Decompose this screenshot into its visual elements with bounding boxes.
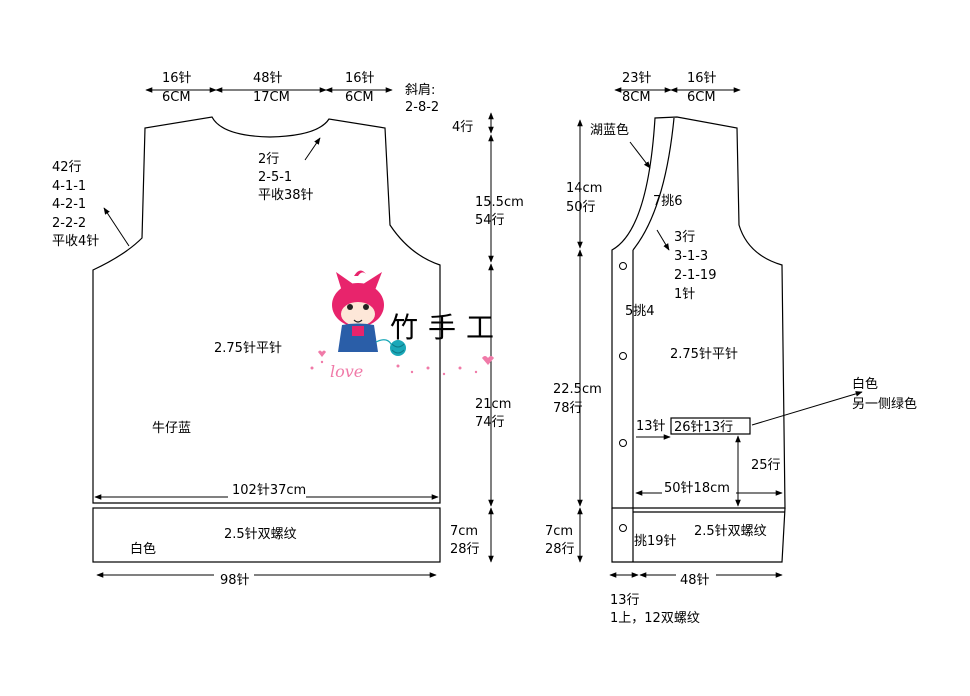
front-stitch-pattern: 2.75针平针 <box>670 347 738 362</box>
back-top-right-stitches: 16针 <box>345 71 375 86</box>
front-rib-pattern: 2.5针双螺纹 <box>694 524 767 539</box>
back-body-width: 102针37cm <box>232 483 306 498</box>
back-armhole-dec-3: 2-2-2 <box>52 216 86 231</box>
back-neck-stitches: 48针 <box>253 71 283 86</box>
back-body-height-rows: 74行 <box>475 415 505 430</box>
front-armhole-arrow <box>656 229 670 251</box>
front-body-width: 50针18cm <box>664 481 730 496</box>
watermark-script-text: love <box>330 362 363 381</box>
front-armhole-last: 1针 <box>674 287 695 302</box>
front-band-rows: 13行 <box>610 593 640 608</box>
front-band-color-arrow <box>629 141 651 169</box>
front-pocket-note-color: 白色 <box>852 376 878 392</box>
buttonhole-1 <box>619 262 627 270</box>
back-neck-arrow <box>304 137 321 161</box>
back-top-left-stitches: 16针 <box>162 71 192 86</box>
back-stitch-pattern: 2.75针平针 <box>214 341 282 356</box>
front-rib-height-rows: 28行 <box>545 542 575 557</box>
front-pocket-size: 26针13行 <box>674 420 733 435</box>
back-neck-bind-off: 平收38针 <box>258 188 314 203</box>
front-band-pickup-top: 7挑6 <box>653 194 683 209</box>
back-rib-height-rows: 28行 <box>450 542 480 557</box>
front-armhole-dec-1: 3-1-3 <box>674 249 708 264</box>
back-rib-pattern: 2.5针双螺纹 <box>224 527 297 542</box>
back-top-right-cm: 6CM <box>345 90 374 105</box>
back-armhole-bind-off: 平收4针 <box>52 234 99 249</box>
back-ribbing-outline <box>92 507 441 563</box>
front-pocket-rect <box>670 417 751 435</box>
front-rib-height-cm: 7cm <box>545 524 573 539</box>
front-pocket-offset: 13针 <box>636 419 666 434</box>
front-lower-height-cm: 22.5cm <box>553 382 602 397</box>
fox-mascot-icon <box>332 270 406 356</box>
buttonhole-4 <box>619 524 627 532</box>
front-rib-width: 48针 <box>680 573 710 588</box>
front-pocket-note-other: 另一侧绿色 <box>852 396 917 412</box>
front-armhole-rows: 3行 <box>674 230 695 245</box>
back-rib-height-cm: 7cm <box>450 524 478 539</box>
front-band-color: 湖蓝色 <box>590 122 629 138</box>
back-neck-decrease: 2-5-1 <box>258 170 292 185</box>
front-band-stitches: 23针 <box>622 71 652 86</box>
back-rib-width: 98针 <box>220 573 250 588</box>
watermark-text: 竹手工 <box>390 311 504 344</box>
front-pocket-note-arrow <box>751 391 863 426</box>
back-body-height-cm: 21cm <box>475 397 511 412</box>
front-armhole-dec-2: 2-1-19 <box>674 268 716 283</box>
front-shoulder-cm: 6CM <box>687 90 716 105</box>
back-rib-color: 白色 <box>130 541 156 557</box>
back-armhole-height-cm: 15.5cm <box>475 195 524 210</box>
back-armhole-height-rows: 54行 <box>475 213 505 228</box>
back-piece: 16针 6CM 48针 17CM 16针 6CM 斜肩: 2-8-2 2行 2-… <box>52 71 524 588</box>
front-band-inner-line <box>632 117 675 251</box>
back-shoulder-height-rows: 4行 <box>452 120 473 135</box>
front-upper-height-rows: 50行 <box>566 200 596 215</box>
back-body-color: 牛仔蓝 <box>152 421 191 436</box>
back-armhole-dec-1: 4-1-1 <box>52 179 86 194</box>
back-armhole-arrow <box>103 207 130 247</box>
front-shoulder-stitches: 16针 <box>687 71 717 86</box>
heart-sprinkles-icon <box>310 350 494 376</box>
back-armhole-dec-2: 4-2-1 <box>52 197 86 212</box>
back-top-left-cm: 6CM <box>162 90 191 105</box>
back-body-outline <box>92 116 441 504</box>
front-band-cm: 8CM <box>622 90 651 105</box>
front-upper-height-cm: 14cm <box>566 181 602 196</box>
buttonhole-2 <box>619 352 627 360</box>
front-body-outline <box>611 116 786 509</box>
front-ribbing-outline <box>611 507 786 563</box>
front-pocket-height: 25行 <box>751 458 781 473</box>
front-band-rib: 1上，12双螺纹 <box>610 611 700 626</box>
back-shoulder-slope-title: 斜肩: <box>405 82 435 98</box>
front-piece: 23针 8CM 16针 6CM 湖蓝色 14cm 50行 7挑6 3行 3-1-… <box>545 71 917 626</box>
front-rib-pickup: 挑19针 <box>634 534 677 549</box>
watermark: 竹手工 love <box>310 270 504 381</box>
back-armhole-rows: 42行 <box>52 160 82 175</box>
back-neck-cm: 17CM <box>253 90 290 105</box>
front-band-pickup-mid: 5挑4 <box>625 304 655 319</box>
back-neck-rows: 2行 <box>258 152 279 167</box>
buttonhole-3 <box>619 439 627 447</box>
front-lower-height-rows: 78行 <box>553 401 583 416</box>
back-shoulder-slope-values: 2-8-2 <box>405 100 439 115</box>
